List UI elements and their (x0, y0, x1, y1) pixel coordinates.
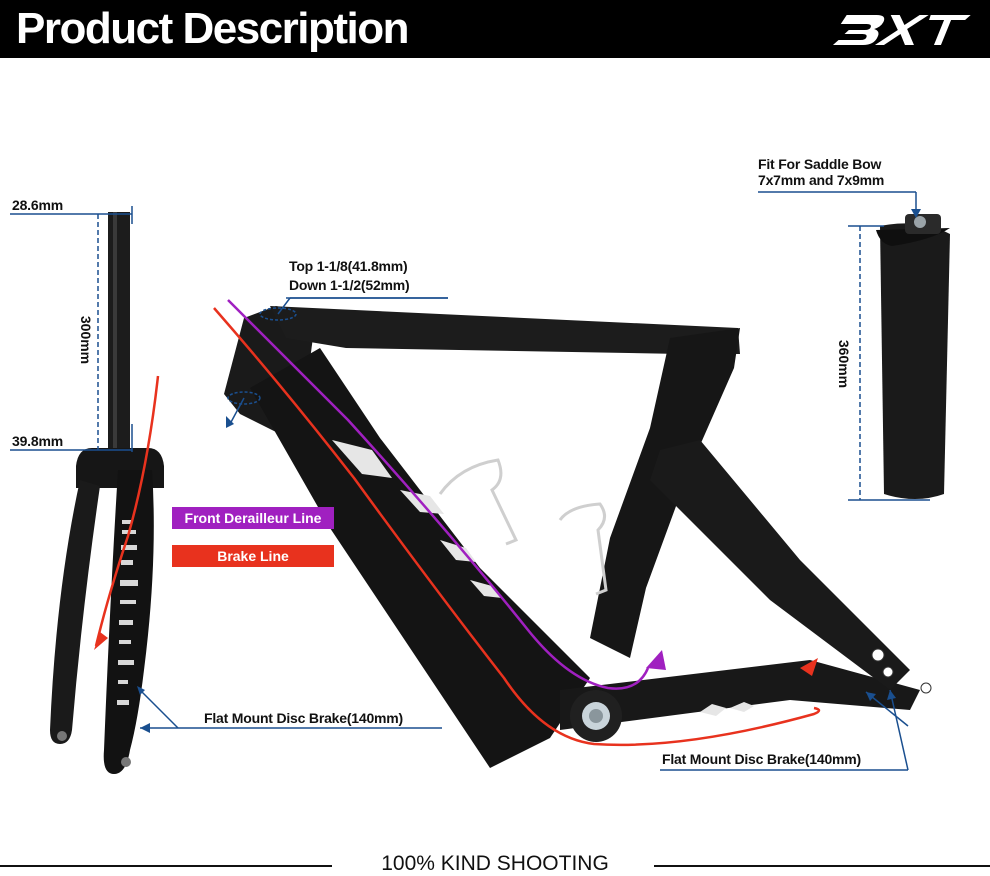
fork-bottom-diameter-label: 39.8mm (12, 433, 63, 449)
rear-brake-routing (213, 307, 821, 747)
rear-brake-dimension-lines (660, 689, 909, 771)
fork-graphic (50, 212, 164, 774)
seatpost-length-label: 360mm (836, 339, 853, 389)
top-tube (270, 306, 740, 354)
footer-rule-right (654, 865, 990, 867)
frameset-illustration (10, 191, 950, 774)
chainstay (560, 660, 920, 730)
header-bar: Product Description (0, 0, 990, 58)
fork-top-diameter-label: 28.6mm (12, 197, 63, 213)
footer-rule-left (0, 865, 332, 867)
saddle-fit-label-line2: 7x7mm and 7x9mm (758, 172, 885, 188)
seatpost-dimension-lines (758, 191, 930, 501)
headtube-bottom-label: Down 1-1/2(52mm) (289, 277, 410, 293)
footer-caption: 100% KIND SHOOTING (381, 852, 609, 875)
saddle-fit-label-line1: Fit For Saddle Bow (758, 156, 882, 172)
frame-window (350, 356, 658, 622)
seatstay (650, 440, 910, 690)
bxt-logo (832, 15, 971, 45)
headtube-top-label: Top 1-1/8(41.8mm) (289, 258, 408, 274)
fork-leg-left (50, 480, 100, 744)
legend-front-derailleur: Front Derailleur Line (172, 507, 334, 529)
seatpost-graphic (876, 214, 950, 500)
page-title: Product Description (16, 4, 410, 53)
fork-steerer-length-label: 300mm (78, 315, 95, 365)
front-derailleur-routing (227, 299, 650, 690)
seatpost-body (880, 223, 950, 500)
rear-brake-mount-label: Flat Mount Disc Brake(140mm) (662, 751, 862, 767)
legend-brake-line: Brake Line (172, 545, 334, 567)
fork-steerer (108, 212, 130, 448)
fork-brake-mount-label: Flat Mount Disc Brake(140mm) (204, 710, 404, 726)
fork-dimension-lines (10, 206, 442, 729)
frame-graphic (224, 306, 932, 768)
fork-brake-line (94, 375, 160, 647)
